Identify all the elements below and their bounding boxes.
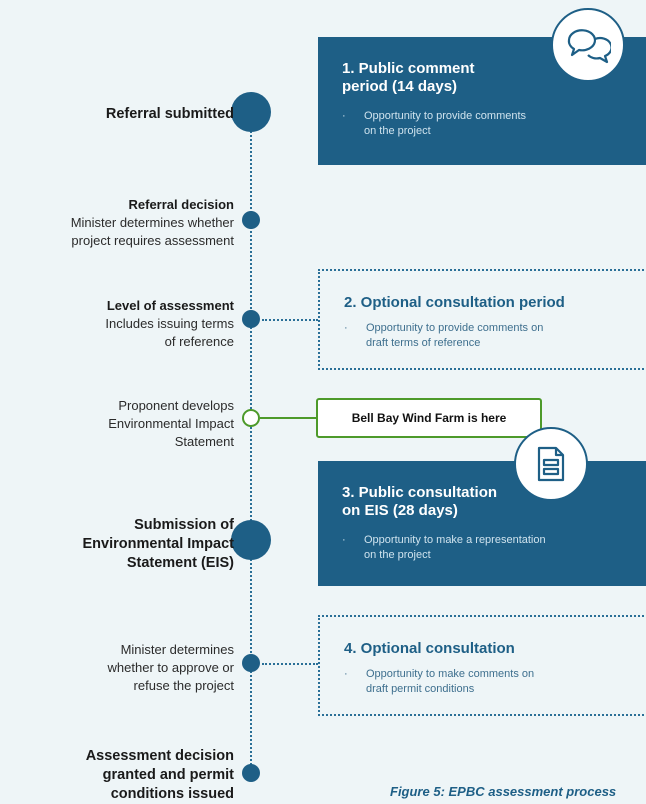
bullet: · bbox=[344, 668, 348, 680]
stage-referral-submitted: Referral submitted bbox=[106, 105, 234, 124]
stage-description-line: whether to approve or bbox=[107, 660, 234, 675]
consultation-item-line: draft terms of reference bbox=[366, 337, 481, 349]
stage-eis-submission: Submission of Environmental Impact State… bbox=[83, 516, 234, 573]
consultation-box-public-consultation-eis: 3. Public consultation on EIS (28 days) … bbox=[318, 461, 646, 586]
bullet: · bbox=[342, 110, 346, 122]
current-stage-callout: Bell Bay Wind Farm is here bbox=[316, 398, 542, 438]
timeline-node-referral-submitted bbox=[231, 92, 271, 132]
stage-title-line: Submission of bbox=[134, 517, 234, 533]
stage-minister-determines: Minister determines whether to approve o… bbox=[108, 641, 234, 695]
consultation-title-line: on EIS (28 days) bbox=[342, 502, 458, 519]
consultation-item-line: on the project bbox=[364, 549, 431, 561]
stage-title-line: Statement (EIS) bbox=[126, 555, 234, 571]
stage-description-line: project requires assessment bbox=[71, 233, 234, 248]
connector-optional-consultation-4 bbox=[262, 663, 318, 665]
stage-title-line: conditions issued bbox=[110, 786, 234, 802]
consultation-title-line: 1. Public comment bbox=[342, 60, 475, 77]
stage-assessment-decision: Assessment decision granted and permit c… bbox=[86, 747, 234, 804]
stage-description-line: Minister determines whether bbox=[70, 215, 234, 230]
stage-title-line: Environmental Impact bbox=[82, 536, 234, 552]
consultation-item-line: draft permit conditions bbox=[366, 683, 475, 695]
stage-referral-decision: Referral decision Minister determines wh… bbox=[71, 196, 234, 250]
timeline-node-current-stage bbox=[242, 409, 260, 427]
consultation-item-line: Opportunity to make comments on bbox=[366, 668, 535, 680]
figure-caption: Figure 5: EPBC assessment process bbox=[390, 784, 617, 799]
stage-description-line: Environmental Impact bbox=[108, 416, 234, 431]
speech-bubbles-icon bbox=[551, 8, 625, 82]
consultation-item: · Opportunity to make a representation o… bbox=[342, 533, 632, 563]
stage-title: Referral submitted bbox=[105, 106, 234, 122]
consultation-title: 3. Public consultation on EIS (28 days) bbox=[342, 484, 497, 520]
stage-description-line: Includes issuing terms bbox=[105, 316, 234, 331]
stage-description-line: of reference bbox=[164, 334, 234, 349]
timeline-node-level-of-assessment bbox=[242, 310, 260, 328]
consultation-item-line: Opportunity to make a representation bbox=[364, 534, 546, 546]
consultation-item: · Opportunity to provide comments on the… bbox=[342, 109, 632, 139]
consultation-title: 1. Public comment period (14 days) bbox=[342, 60, 475, 96]
stage-title-line: Assessment decision bbox=[85, 748, 234, 764]
consultation-box-optional-consultation: 4. Optional consultation · Opportunity t… bbox=[318, 615, 646, 716]
timeline-node-eis-submission bbox=[231, 520, 271, 560]
consultation-box-optional-consultation-period: 2. Optional consultation period · Opport… bbox=[318, 269, 646, 370]
consultation-item: · Opportunity to make comments on draft … bbox=[344, 667, 634, 697]
consultation-item-line: Opportunity to provide comments bbox=[364, 110, 527, 122]
stage-title: Level of assessment bbox=[106, 298, 234, 313]
stage-level-of-assessment: Level of assessment Includes issuing ter… bbox=[105, 297, 234, 351]
document-icon bbox=[514, 427, 588, 501]
stage-title: Referral decision bbox=[128, 197, 235, 212]
consultation-title: 4. Optional consultation bbox=[344, 640, 515, 657]
connector-optional-consultation-2 bbox=[262, 319, 318, 321]
stage-description-line: Minister determines bbox=[120, 642, 234, 657]
consultation-title-line: period (14 days) bbox=[342, 78, 458, 95]
timeline-node-minister-determines bbox=[242, 654, 260, 672]
timeline-line bbox=[250, 112, 252, 772]
timeline-node-referral-decision bbox=[242, 211, 260, 229]
consultation-title-line: 3. Public consultation bbox=[342, 484, 498, 501]
consultation-item: · Opportunity to provide comments on dra… bbox=[344, 321, 634, 351]
stage-description-line: refuse the project bbox=[133, 678, 234, 693]
stage-description-line: Statement bbox=[174, 434, 234, 449]
stage-proponent-develops-eis: Proponent develops Environmental Impact … bbox=[108, 397, 234, 451]
consultation-item-line: Opportunity to provide comments on bbox=[366, 322, 544, 334]
bullet: · bbox=[342, 534, 346, 546]
stage-description-line: Proponent develops bbox=[118, 398, 234, 413]
timeline-node-assessment-decision bbox=[242, 764, 260, 782]
consultation-title: 2. Optional consultation period bbox=[344, 294, 565, 311]
connector-current-stage bbox=[260, 417, 316, 419]
bullet: · bbox=[344, 322, 348, 334]
stage-title-line: granted and permit bbox=[102, 767, 234, 783]
consultation-item-line: on the project bbox=[364, 125, 431, 137]
